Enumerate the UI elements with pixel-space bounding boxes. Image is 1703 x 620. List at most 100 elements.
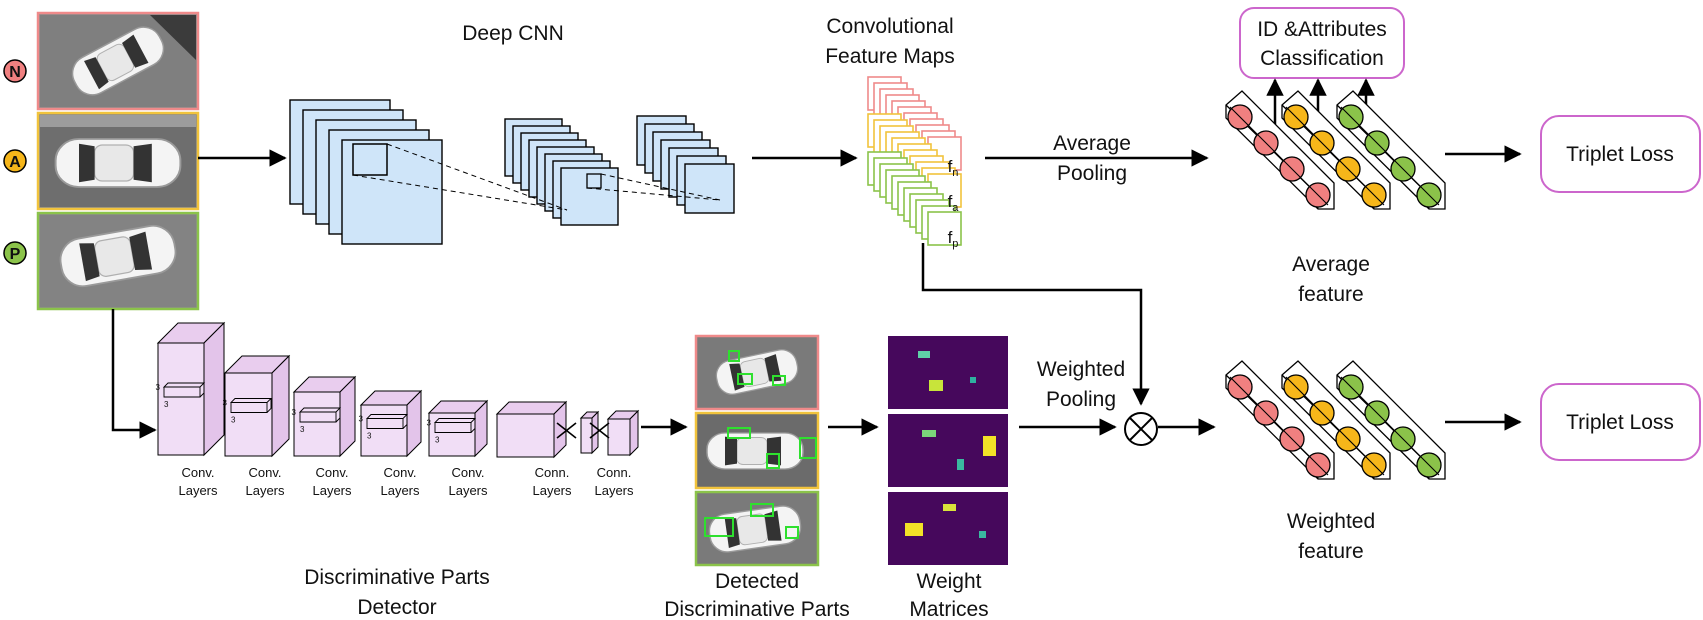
part-bounding-box xyxy=(728,350,740,362)
arrow-input-to-detector xyxy=(111,309,157,439)
weight-matrices-label-line2: Matrices xyxy=(909,598,988,620)
deep-cnn: Deep CNN xyxy=(289,22,735,245)
average-pooling-label-line2: Pooling xyxy=(1057,162,1127,185)
feature-vector xyxy=(1281,360,1391,480)
kernel-size-label: 3 xyxy=(231,416,236,425)
cnn-block-2 xyxy=(504,118,619,226)
deep-cnn-title: Deep CNN xyxy=(462,22,564,45)
weighted-feature-label-line2: feature xyxy=(1298,540,1363,563)
feature-maps: Convolutional Feature Maps fn fa fp xyxy=(825,15,962,250)
triplet-loss-bottom-label: Triplet Loss xyxy=(1566,411,1674,434)
feature-maps-title-line1: Convolutional xyxy=(826,15,953,38)
weight-matrix-negative xyxy=(888,336,1008,409)
multiply-operator xyxy=(1124,412,1158,446)
detector-layer-cuboid: 33 xyxy=(359,389,423,458)
feature-label-fp: fp xyxy=(948,228,959,250)
cnn-feature-plane xyxy=(560,167,619,226)
weighted-pooling-label-line1: Weighted xyxy=(1037,358,1125,381)
badge-anchor: A xyxy=(3,149,27,173)
arrow-feature-maps-to-weighting xyxy=(921,243,1150,406)
kernel-size-label: 3 xyxy=(156,383,161,392)
detector-layer-cuboid xyxy=(606,409,640,457)
input-image-negative xyxy=(36,11,200,111)
detected-part-image-negative xyxy=(694,334,820,411)
cnn-block-3 xyxy=(636,115,735,214)
kernel-size-label: 3 xyxy=(300,425,305,434)
triplet-loss-top-frame xyxy=(1540,115,1701,193)
car-image-icon xyxy=(54,138,182,188)
weighted-feature-label-line1: Weighted xyxy=(1287,510,1375,533)
detector-layer-label-line2: Layers xyxy=(532,483,572,498)
feature-vector xyxy=(1225,360,1335,480)
kernel-size-label: 3 xyxy=(359,415,364,424)
badge-positive-label: P xyxy=(10,246,21,263)
kernel-size-label: 3 xyxy=(367,432,372,441)
feature-map-stack-positive xyxy=(867,151,962,246)
part-bounding-box xyxy=(772,375,786,386)
part-bounding-box xyxy=(766,453,780,469)
detector-layer-label-line2: Layers xyxy=(245,483,285,498)
input-image-positive xyxy=(36,211,200,311)
detector-title-line2: Detector xyxy=(357,596,436,619)
feature-label-fa: fa xyxy=(948,192,960,214)
detector-layer-label-line1: Conv. xyxy=(182,465,215,480)
detector-layer-label-line1: Conn. xyxy=(535,465,570,480)
detector-layer-cuboid: 33 xyxy=(292,375,357,458)
triplet-loss-bottom-frame xyxy=(1540,383,1701,461)
cnn-feature-plane xyxy=(341,139,443,245)
average-feature-label-line1: Average xyxy=(1292,253,1370,276)
part-bounding-box xyxy=(727,427,751,439)
weighted-feature-vectors xyxy=(1225,360,1446,480)
detector-layer-cuboid: 33 xyxy=(223,354,291,458)
classification-box-frame xyxy=(1239,7,1405,79)
kernel-size-label: 3 xyxy=(427,419,432,428)
detector-layer-label-line1: Conv. xyxy=(452,465,485,480)
cnn-receptive-field-lines xyxy=(352,143,721,211)
badge-negative-label: N xyxy=(9,64,21,81)
badge-negative: N xyxy=(3,59,27,83)
triplet-loss-top-label: Triplet Loss xyxy=(1566,143,1674,166)
detector-layer-cuboid xyxy=(579,410,600,455)
detector-layer-label-line1: Conn. xyxy=(597,465,632,480)
part-bounding-box xyxy=(737,373,753,385)
detector-layer-label-line1: Conv. xyxy=(316,465,349,480)
detector-connector-crosses xyxy=(556,422,610,439)
kernel-size-label: 3 xyxy=(435,436,440,445)
weighted-pooling-label-line2: Pooling xyxy=(1046,388,1116,411)
average-feature-vectors xyxy=(1225,90,1446,210)
input-image-anchor xyxy=(36,111,200,211)
weight-matrices-label-line1: Weight xyxy=(917,570,982,593)
feature-map-plane xyxy=(927,211,962,246)
detector-layer-label-line2: Layers xyxy=(448,483,488,498)
part-bounding-box xyxy=(799,437,817,459)
part-bounding-box xyxy=(750,503,774,517)
feature-vector xyxy=(1336,90,1446,210)
detector-layer-label-line2: Layers xyxy=(178,483,218,498)
average-pooling-label-line1: Average xyxy=(1053,132,1131,155)
part-bounding-box xyxy=(785,526,799,539)
kernel-size-label: 3 xyxy=(223,399,228,408)
detected-parts-label-line1: Detected xyxy=(715,570,799,593)
cnn-block-1 xyxy=(289,99,443,245)
detector-layer-cuboid xyxy=(495,400,568,459)
badge-anchor-label: A xyxy=(9,154,21,171)
triplet-loss-bottom: Triplet Loss xyxy=(1540,383,1701,461)
feature-vector xyxy=(1336,360,1446,480)
badge-positive: P xyxy=(3,241,27,265)
kernel-size-label: 3 xyxy=(164,400,169,409)
input-images: N A P xyxy=(3,11,200,311)
average-feature-label-line2: feature xyxy=(1298,283,1363,306)
detected-part-image-anchor xyxy=(694,411,820,490)
detected-part-image-positive xyxy=(694,490,820,567)
detector-layer-cuboid: 33 xyxy=(156,321,226,457)
feature-vector xyxy=(1281,90,1391,210)
detector-layer-label-line1: Conv. xyxy=(249,465,282,480)
detector-layer-label-line1: Conv. xyxy=(384,465,417,480)
detector-layer-cuboid: 33 xyxy=(427,399,489,458)
kernel-size-label: 3 xyxy=(292,408,297,417)
detected-parts: Detected Discriminative Parts xyxy=(664,334,850,620)
detected-parts-label-line2: Discriminative Parts xyxy=(664,598,850,620)
classification-label-line1: ID &Attributes xyxy=(1257,18,1387,41)
